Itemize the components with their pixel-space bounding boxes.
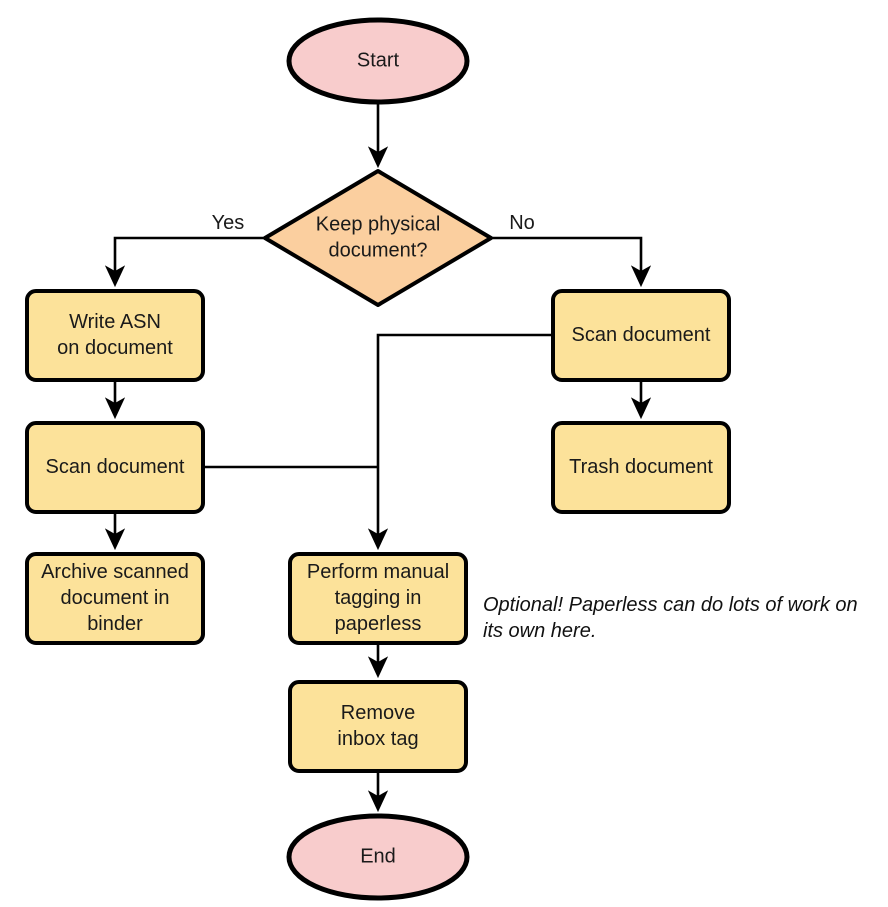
node-label: Write ASN [69, 311, 161, 333]
node-keep-physical[interactable]: Keep physical document? [263, 169, 493, 307]
node-remove-inbox-tag[interactable]: Remove inbox tag [288, 680, 468, 773]
node-label: document in [61, 587, 170, 609]
node-scan-document-right[interactable]: Scan document [551, 289, 731, 382]
edge-decision-to-write-asn: Yes [104, 212, 265, 288]
edge-scan-right-to-tagging [367, 333, 553, 551]
edge-decision-to-scan-right: No [491, 212, 652, 288]
node-diamond [263, 169, 493, 307]
node-label: Trash document [569, 456, 713, 478]
edge-label-decision-to-write-asn: Yes [212, 212, 245, 234]
node-label: tagging in [335, 587, 422, 609]
node-label: document? [329, 239, 428, 261]
edge-path [104, 236, 265, 288]
node-label: Remove [341, 702, 415, 724]
node-rect [25, 289, 205, 382]
node-label: Scan document [572, 324, 711, 346]
node-end[interactable]: End [286, 813, 470, 901]
node-label: Perform manual [307, 561, 449, 583]
node-rect [288, 552, 468, 645]
node-write-asn[interactable]: Write ASN on document [25, 289, 205, 382]
node-label: Archive scanned [41, 561, 189, 583]
node-ellipse [286, 17, 470, 105]
node-manual-tagging[interactable]: Perform manual tagging in paperless [288, 552, 468, 645]
node-start[interactable]: Start [286, 17, 470, 105]
notes-layer: Optional! Paperless can do lots of work … [483, 594, 858, 642]
node-label: Scan document [46, 456, 185, 478]
node-label: on document [57, 337, 173, 359]
node-scan-document-left[interactable]: Scan document [25, 421, 205, 514]
edges-layer: Yes No [104, 102, 652, 813]
node-label: Keep physical [316, 213, 441, 235]
node-rect [551, 421, 731, 514]
node-label: inbox tag [337, 728, 418, 750]
note-line: Optional! Paperless can do lots of work … [483, 594, 858, 616]
note-line: its own here. [483, 620, 596, 642]
node-rect [288, 680, 468, 773]
node-rect [25, 552, 205, 645]
node-label: End [360, 845, 396, 867]
node-ellipse [286, 813, 470, 901]
edge-path [491, 236, 652, 288]
node-rect [551, 289, 731, 382]
node-label: binder [87, 613, 143, 635]
node-archive-binder[interactable]: Archive scanned document in binder [25, 552, 205, 645]
node-rect [25, 421, 205, 514]
edge-label-decision-to-scan-right: No [509, 212, 535, 234]
node-trash-document[interactable]: Trash document [551, 421, 731, 514]
note-optional-note: Optional! Paperless can do lots of work … [483, 594, 858, 642]
edge-path [367, 333, 553, 551]
node-label: paperless [335, 613, 422, 635]
node-label: Start [357, 49, 400, 71]
